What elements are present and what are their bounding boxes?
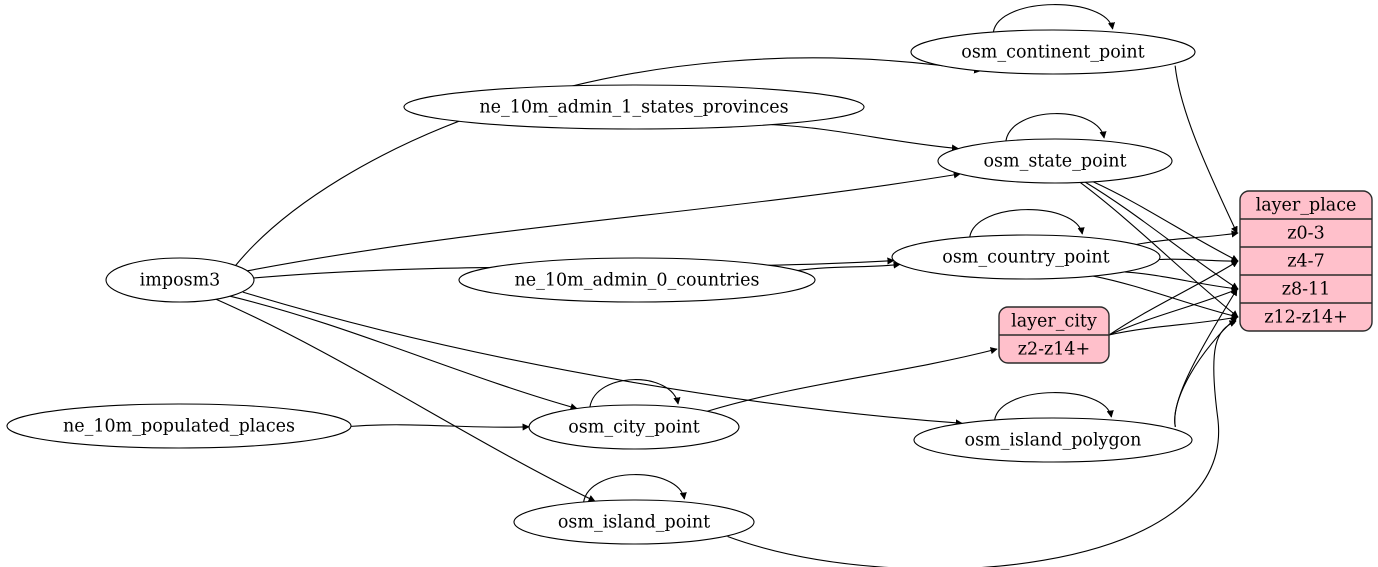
node-label: ne_10m_populated_places <box>63 417 295 437</box>
node-label: osm_state_point <box>983 152 1126 172</box>
node-ellipse <box>403 84 865 130</box>
node-ne_10m_populated_places[interactable]: ne_10m_populated_places <box>6 403 352 449</box>
node-osm_state_point[interactable]: osm_state_point <box>937 138 1173 184</box>
edge-layer <box>215 4 1239 567</box>
record-node-layer_city[interactable]: layer_city z2-z14+ <box>998 306 1110 364</box>
edge-osm_island_polygon-to-layer_place.z8-11 <box>1174 288 1238 427</box>
edge-osm_state_point-to-layer_place.z4-7 <box>1092 181 1239 262</box>
self-loop-edge-osm_country_point <box>969 209 1085 238</box>
record-row-label[interactable]: z2-z14+ <box>1018 340 1090 360</box>
self-loop-edge-osm_city_point <box>589 379 681 408</box>
node-osm_island_polygon[interactable]: osm_island_polygon <box>913 417 1193 463</box>
edge-layer_city-to-layer_place.z8-11 <box>1108 288 1239 336</box>
edge-layer_city-to-layer_place.z12-z14+ <box>1108 314 1239 336</box>
record-row-label[interactable]: layer_city <box>1011 312 1097 332</box>
edge-osm_state_point-to-layer_place.z8-11 <box>1085 181 1239 290</box>
node-ellipse <box>458 257 816 303</box>
record-row-label[interactable]: z12-z14+ <box>1264 308 1348 328</box>
record-row-label[interactable]: z0-3 <box>1287 224 1324 244</box>
node-ellipse <box>891 234 1161 280</box>
edge-osm_city_point-to-layer_city.z2-z14+ <box>707 347 998 412</box>
node-ne_10m_admin_0_countries[interactable]: ne_10m_admin_0_countries <box>458 257 816 303</box>
edge-imposm3-to-osm_city_point <box>229 295 578 411</box>
record-body <box>1239 190 1373 332</box>
edge-ne_10m_admin_0_countries-to-osm_country_point <box>797 261 901 272</box>
node-label: ne_10m_admin_0_countries <box>515 271 760 291</box>
edge-imposm3-to-osm_island_point <box>215 298 596 502</box>
record-node-layer_place[interactable]: layer_place z0-3 z4-7 z8-11 z12-z14+ <box>1239 190 1373 332</box>
edge-osm_country_point-to-layer_place.z12-z14+ <box>1093 275 1239 319</box>
edge-osm_country_point-to-layer_place.z8-11 <box>1124 271 1239 292</box>
node-osm_island_point[interactable]: osm_island_point <box>513 499 755 545</box>
record-row-label[interactable]: layer_place <box>1256 196 1357 216</box>
self-loop-edge-osm_island_point <box>583 474 687 503</box>
self-loop-edge-osm_continent_point <box>992 4 1115 33</box>
edge-ne_10m_admin_1_states_provinces-to-osm_state_point <box>771 124 960 152</box>
edge-osm_island_point-to-layer_place.z12-z14+ <box>727 320 1237 567</box>
node-osm_city_point[interactable]: osm_city_point <box>528 404 740 450</box>
node-label: osm_island_polygon <box>965 431 1142 451</box>
edge-osm_country_point-to-layer_place.z0-3 <box>1136 230 1239 246</box>
edge-osm_country_point-to-layer_place.z4-7 <box>1159 257 1239 265</box>
node-osm_country_point[interactable]: osm_country_point <box>891 234 1161 280</box>
edge-layer_city-to-layer_place.z4-7 <box>1108 260 1239 336</box>
node-label: imposm3 <box>140 271 221 291</box>
node-ellipse <box>528 404 740 450</box>
self-loop-edge-osm_state_point <box>1005 113 1107 142</box>
node-ne_10m_admin_1_states_provinces[interactable]: ne_10m_admin_1_states_provinces <box>403 84 865 130</box>
record-row-label[interactable]: z8-11 <box>1282 280 1331 300</box>
node-label: osm_country_point <box>942 248 1109 268</box>
node-ellipse <box>937 138 1173 184</box>
node-label: ne_10m_admin_1_states_provinces <box>479 98 788 118</box>
node-ellipse <box>910 29 1196 75</box>
node-ellipse <box>913 417 1193 463</box>
node-ellipse <box>513 499 755 545</box>
node-ellipse <box>105 257 255 303</box>
node-osm_continent_point[interactable]: osm_continent_point <box>910 29 1196 75</box>
edge-imposm3-to-osm_state_point <box>247 171 961 272</box>
edge-osm_continent_point-to-layer_place.z0-3 <box>1174 65 1238 234</box>
node-layer: imposm3 ne_10m_populated_places ne_10m_adm… <box>6 29 1196 545</box>
record-layer: layer_place z0-3 z4-7 z8-11 z12-z14+ layer_ci… <box>998 190 1373 364</box>
node-imposm3[interactable]: imposm3 <box>105 257 255 303</box>
node-ellipse <box>6 403 352 449</box>
edge-imposm3-to-osm_island_polygon <box>242 291 963 427</box>
edge-ne_10m_populated_places-to-osm_city_point <box>350 423 530 431</box>
node-label: osm_city_point <box>568 418 700 438</box>
node-label: osm_island_point <box>558 513 710 533</box>
record-row-label[interactable]: z4-7 <box>1287 252 1324 272</box>
edge-osm_island_polygon-to-layer_place.z12-z14+ <box>1174 316 1238 427</box>
edge-osm_state_point-to-layer_place.z12-z14+ <box>1079 182 1239 318</box>
self-loop-edge-osm_island_polygon <box>994 392 1114 421</box>
node-label: osm_continent_point <box>961 43 1144 63</box>
